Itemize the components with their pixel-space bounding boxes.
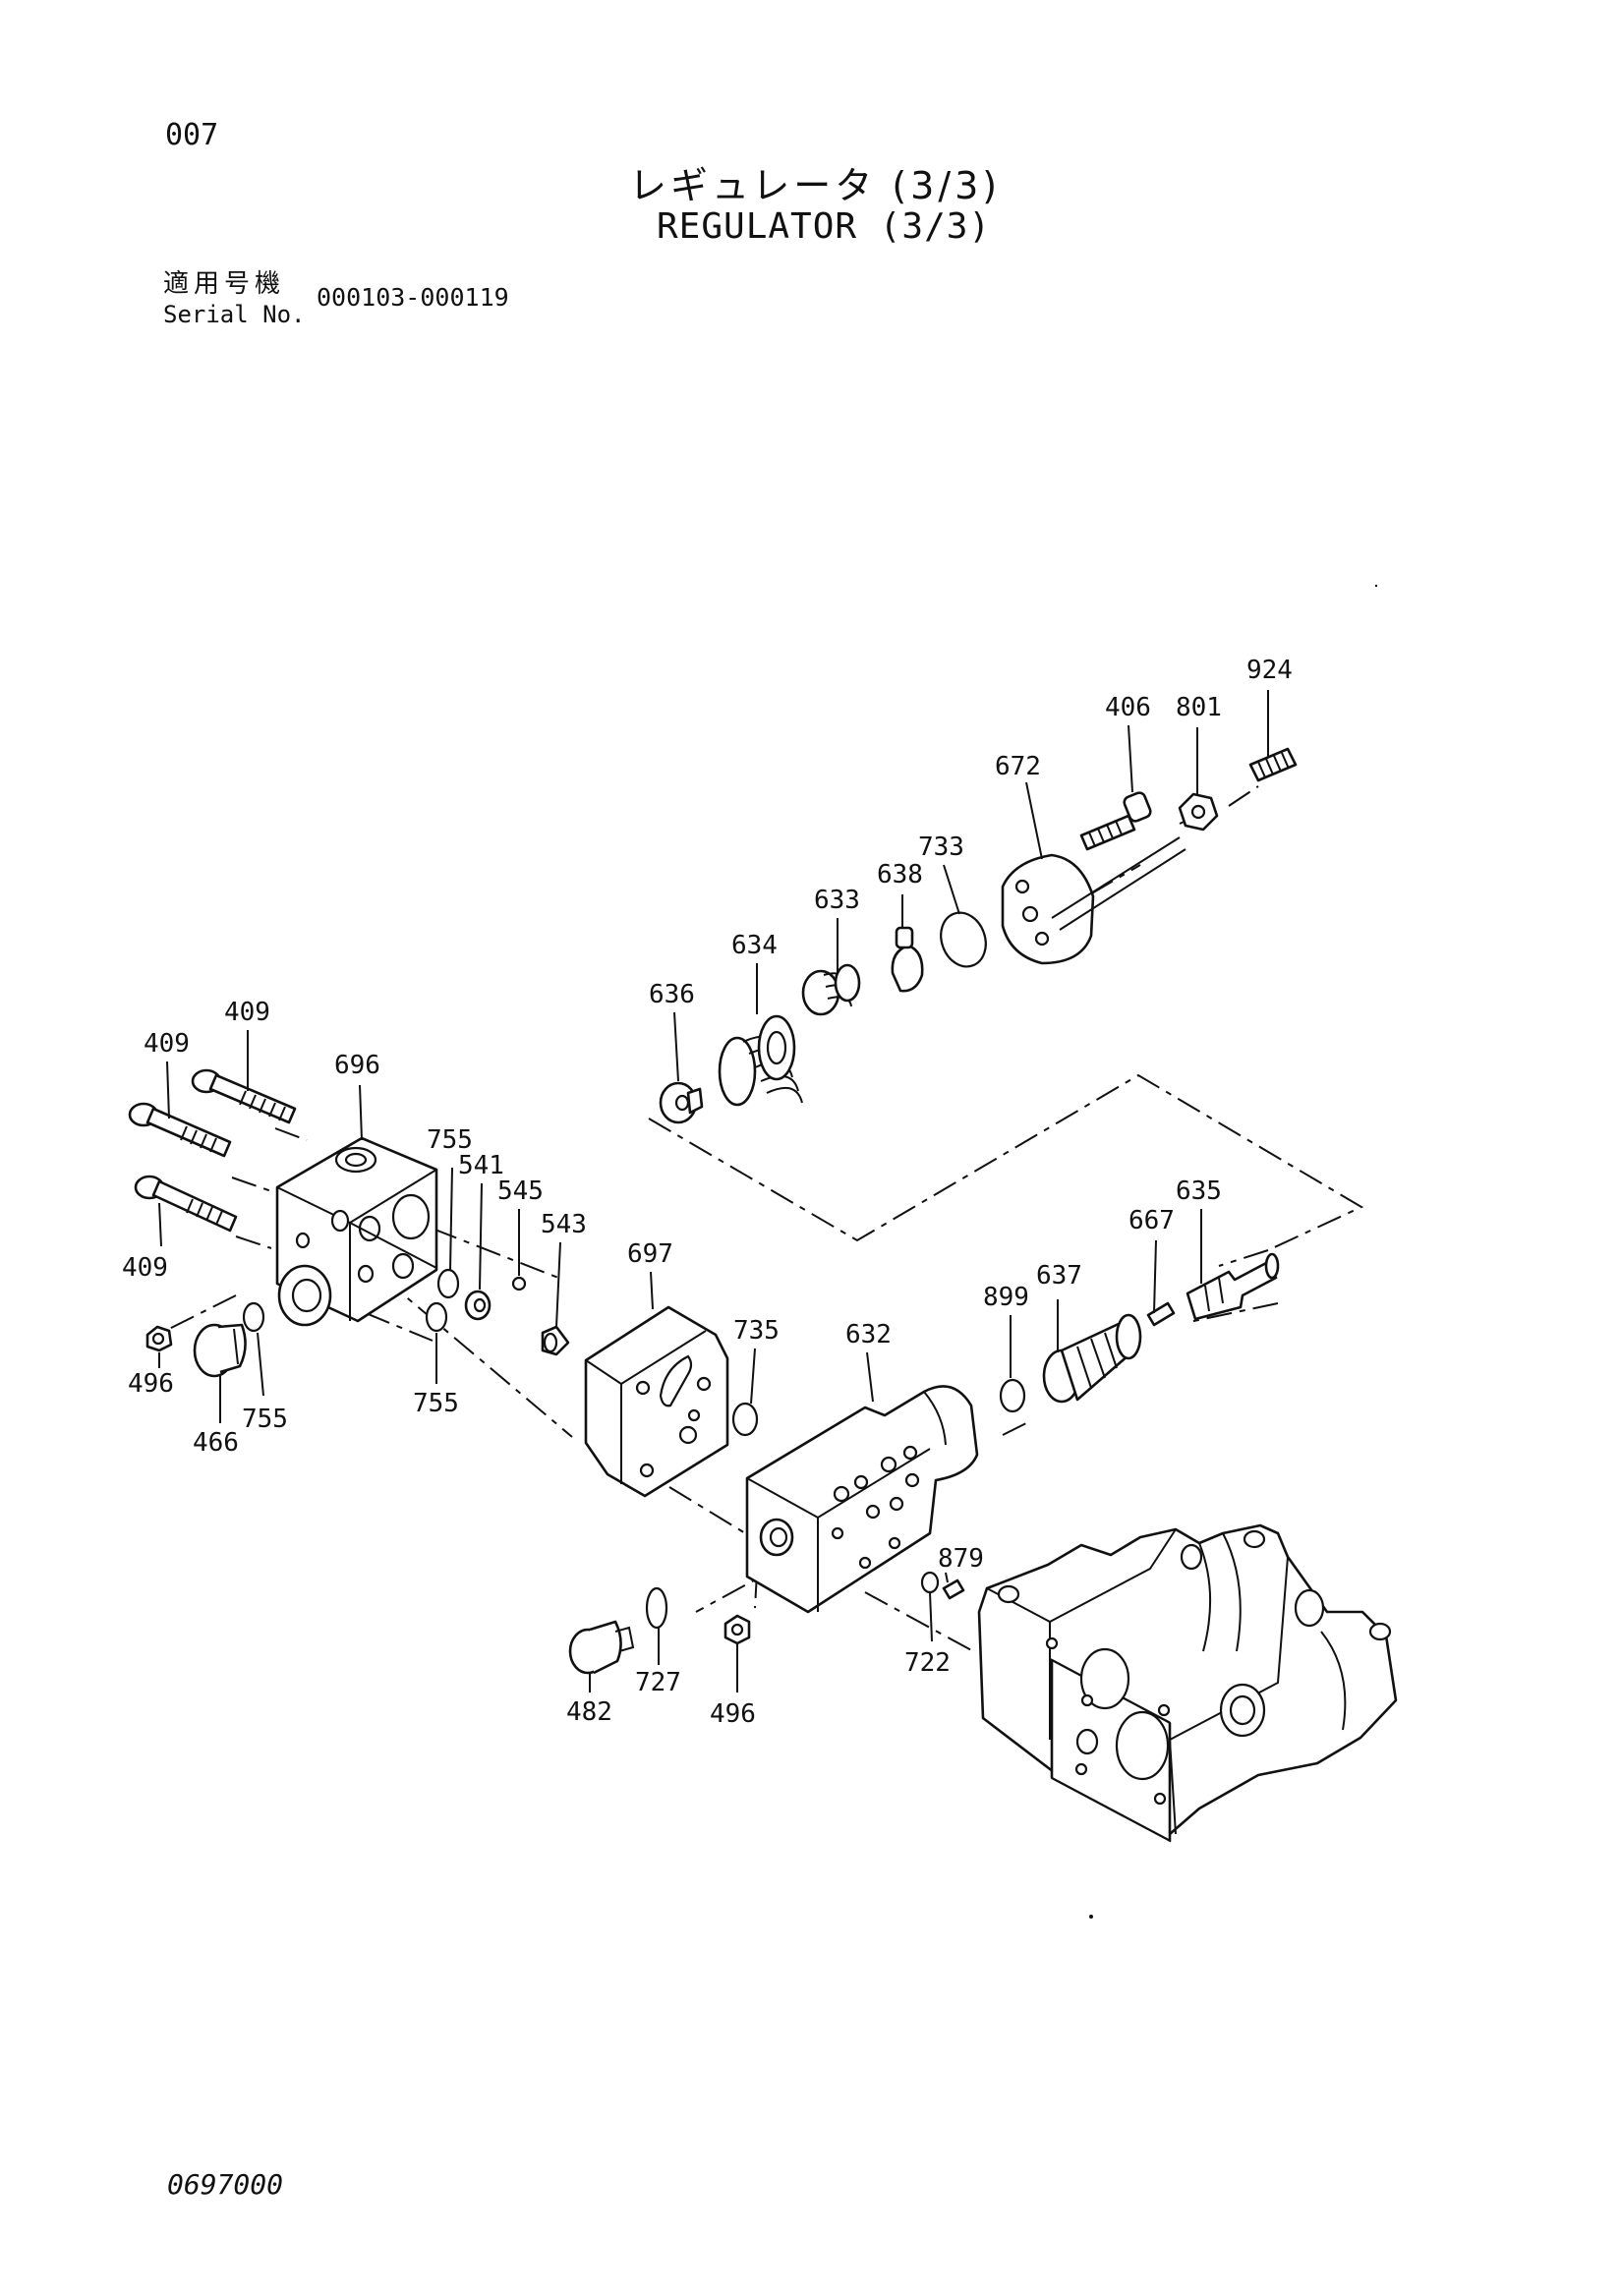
page-number: 007	[165, 118, 219, 152]
part-409-bolt-bottom	[134, 1175, 238, 1233]
part-722-o-ring	[920, 1571, 940, 1594]
part-409-bolt-top	[191, 1068, 297, 1124]
part-633-spring	[801, 963, 861, 1016]
part-406-screw	[1079, 791, 1152, 851]
part-667-pin	[1146, 1301, 1176, 1327]
part-672-plate	[1001, 836, 1186, 965]
serial-range: 000103-000119	[317, 283, 509, 312]
page-title-japanese: レギュレータ (3/3)	[629, 164, 1002, 207]
callout-727: 727	[635, 1668, 681, 1697]
part-636-seat	[659, 1081, 704, 1124]
callout-667: 667	[1128, 1206, 1175, 1235]
callout-409-middle: 409	[144, 1029, 190, 1059]
callout-409-bottom: 409	[122, 1253, 168, 1283]
part-496-plug-bottom	[723, 1614, 751, 1645]
part-632-body	[745, 1385, 979, 1614]
serial-label-japanese: 適用号機	[163, 269, 286, 299]
part-697-cover	[584, 1305, 729, 1498]
scan-speck	[1089, 1915, 1093, 1919]
part-696-cover	[275, 1136, 438, 1327]
scan-speck	[1374, 584, 1378, 588]
part-638-stopper	[891, 926, 924, 993]
part-733-o-ring	[940, 911, 987, 968]
callout-697: 697	[627, 1239, 673, 1269]
part-pump-casing	[977, 1523, 1398, 1843]
part-735-o-ring	[731, 1402, 759, 1437]
callout-labels: 924 406 801 672 733 638 633 634 636 409 …	[122, 656, 1293, 1729]
callout-545: 545	[497, 1177, 544, 1206]
figure-number: 0697000	[167, 2168, 284, 2201]
part-801-nut	[1178, 792, 1219, 832]
callout-755-bottom: 755	[413, 1389, 459, 1418]
callout-755-top: 755	[427, 1125, 473, 1155]
callout-672: 672	[995, 752, 1041, 781]
part-482-plug	[568, 1620, 635, 1675]
part-637-sleeve	[1042, 1313, 1142, 1404]
part-879-pin	[942, 1578, 965, 1600]
callout-632: 632	[845, 1320, 892, 1349]
callout-636: 636	[649, 980, 695, 1009]
part-899-o-ring	[999, 1378, 1026, 1413]
part-634-spring	[718, 1014, 803, 1107]
callout-755-left: 755	[242, 1405, 288, 1434]
callout-496-left: 496	[128, 1369, 174, 1399]
part-543-seat	[541, 1325, 570, 1356]
part-496-plug-left	[145, 1325, 173, 1352]
callout-924: 924	[1246, 656, 1293, 685]
part-755-o-ring-c	[242, 1301, 265, 1333]
callout-633: 633	[814, 886, 860, 915]
callout-735: 735	[733, 1316, 780, 1346]
callout-466: 466	[193, 1428, 239, 1458]
part-466-plug	[193, 1323, 247, 1378]
callout-406: 406	[1105, 693, 1151, 722]
callout-722: 722	[904, 1648, 951, 1678]
callout-543: 543	[541, 1210, 587, 1239]
callout-879: 879	[938, 1544, 984, 1574]
part-755-o-ring-b	[425, 1301, 448, 1333]
callout-637: 637	[1036, 1261, 1082, 1291]
callout-801: 801	[1176, 693, 1222, 722]
callout-leader-lines	[158, 690, 1269, 1693]
callout-482: 482	[566, 1697, 612, 1727]
part-635-spool	[1186, 1252, 1280, 1321]
callout-409-top: 409	[224, 998, 270, 1027]
callout-638: 638	[877, 860, 923, 890]
callout-696: 696	[334, 1051, 380, 1080]
part-924-set-screw	[1248, 747, 1298, 782]
serial-label-english: Serial No.	[163, 301, 306, 328]
callout-496-bottom: 496	[710, 1699, 756, 1729]
part-409-bolt-middle	[128, 1102, 232, 1158]
callout-541: 541	[458, 1151, 504, 1180]
part-727-o-ring	[645, 1586, 668, 1630]
part-541-seat	[464, 1290, 492, 1321]
callout-733: 733	[918, 832, 964, 862]
callout-899: 899	[983, 1283, 1029, 1312]
callout-635: 635	[1176, 1177, 1222, 1206]
page-title-english: REGULATOR (3/3)	[657, 206, 992, 247]
part-755-o-ring-a	[436, 1268, 460, 1299]
callout-634: 634	[731, 931, 778, 960]
part-545-ball	[511, 1276, 527, 1292]
